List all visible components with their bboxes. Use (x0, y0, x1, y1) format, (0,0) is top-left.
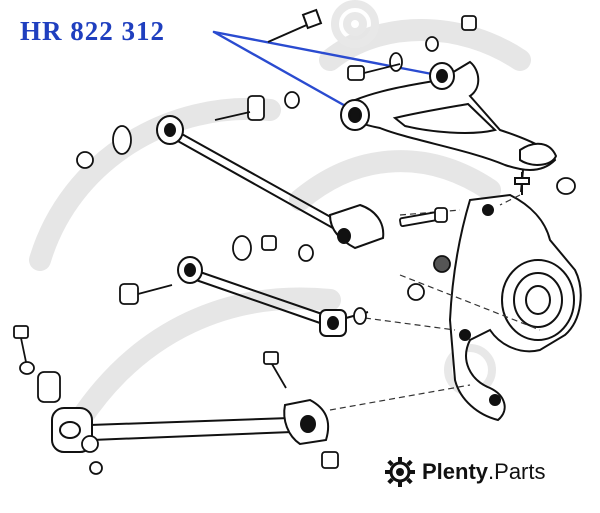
lateral-link-upper (156, 115, 385, 250)
gear-logo-icon (385, 457, 415, 487)
upper-arm-bolt (267, 8, 323, 43)
upper-control-arm (340, 60, 558, 193)
brand-logo: Plenty.Parts (384, 456, 546, 488)
hardware (13, 15, 576, 475)
brand-name: Plenty.Parts (422, 459, 546, 485)
ball-joint (514, 172, 530, 195)
brand-name-suffix: .Parts (488, 459, 546, 484)
brand-name-bold: Plenty (422, 459, 489, 484)
lateral-link-middle (177, 256, 369, 337)
assembly-dashed-lines (329, 194, 541, 411)
knuckle-hub (448, 193, 582, 422)
part-number-callout: HR 822 312 (20, 16, 165, 46)
